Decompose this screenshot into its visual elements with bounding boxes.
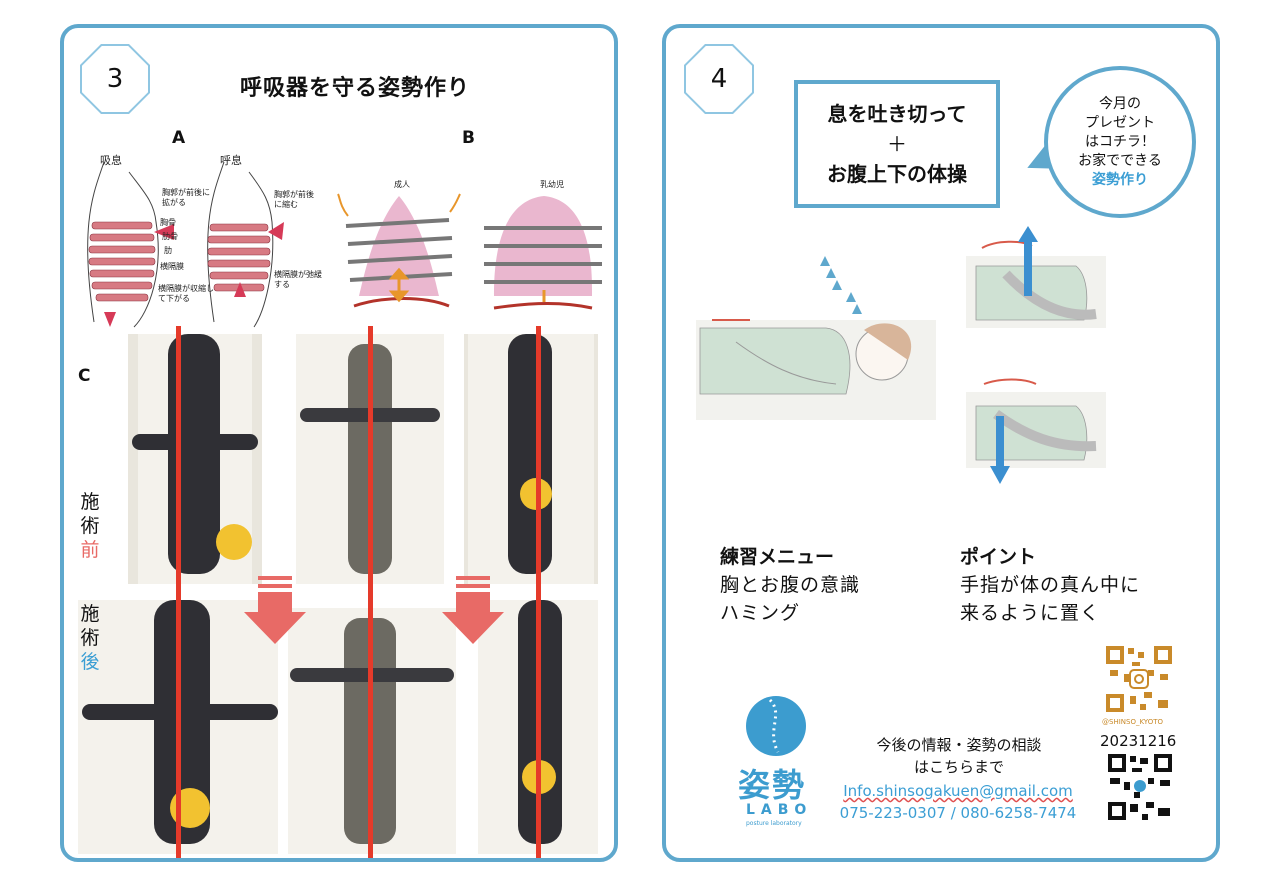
point-item: 来るように置く bbox=[960, 602, 1101, 624]
down-arrow-icon bbox=[244, 576, 306, 644]
contact-line-2: はこちらまで bbox=[913, 758, 1004, 776]
exercise-plus: ＋ bbox=[887, 132, 907, 156]
note-chest-expand: 胸郭が前後に拡がる bbox=[162, 188, 210, 207]
label-b: B bbox=[462, 128, 475, 148]
note-cartilage: 肋骨 bbox=[162, 232, 178, 241]
point-item: 手指が体の真ん中に bbox=[960, 574, 1141, 596]
down-arrow-icon bbox=[442, 576, 504, 644]
logo-tagline: posture laboratory bbox=[746, 820, 802, 827]
note-diaphragm-relax: 横隔膜が弛緩する bbox=[274, 270, 322, 289]
exercise-line-2: お腹上下の体操 bbox=[827, 162, 967, 186]
exhale-label: 呼息 bbox=[220, 154, 242, 167]
practice-menu-title: 練習メニュー bbox=[720, 546, 835, 568]
adult-label: 成人 bbox=[394, 180, 410, 189]
note-rib: 肋 bbox=[164, 246, 172, 255]
label-c: C bbox=[78, 366, 91, 386]
inhale-label: 吸息 bbox=[100, 154, 122, 167]
exercise-line-1: 息を吐き切って bbox=[827, 102, 967, 126]
after-label: 施 術 後 bbox=[80, 603, 100, 673]
note-sternum: 胸骨 bbox=[160, 218, 176, 227]
practice-menu-item: 胸とお腹の意識 bbox=[720, 574, 861, 596]
alignment-line-3 bbox=[536, 326, 541, 858]
instagram-handle: @SHINSO_KYOTO bbox=[1102, 718, 1163, 726]
shisei-labo-logo bbox=[746, 696, 806, 756]
date-code: 20231216 bbox=[1100, 732, 1177, 750]
panel-3: 3 呼吸器を守る姿勢作り A B C 吸息 呼息 bbox=[60, 24, 618, 862]
note-chest-shrink: 胸郭が前後に縮む bbox=[274, 190, 314, 209]
label-a: A bbox=[172, 128, 186, 148]
panel-number-badge: 3 bbox=[80, 44, 150, 114]
logo-sub: LABO bbox=[746, 802, 813, 818]
before-label: 施 術 前 bbox=[80, 491, 100, 561]
breathing-illustration bbox=[696, 256, 936, 420]
practice-menu-item: ハミング bbox=[720, 602, 801, 624]
present-speech-bubble: 今月の プレゼント はコチラ！ お家でできる 姿勢作り bbox=[1044, 66, 1196, 218]
phone-numbers[interactable]: 075-223-0307 / 080-6258-7474 bbox=[839, 804, 1077, 822]
instagram-qr-code[interactable] bbox=[1104, 644, 1174, 714]
ribcage-illustration bbox=[87, 162, 284, 328]
chest-comparison-diagram bbox=[337, 193, 602, 310]
abdomen-up-illustration bbox=[966, 226, 1106, 328]
infant-label: 乳幼児 bbox=[540, 180, 564, 189]
contact-line-1: 今後の情報・姿勢の相談 bbox=[876, 736, 1042, 754]
panel-4: 4 息を吐き切って ＋ お腹上下の体操 今月の プレゼント はコチラ！ お家でで… bbox=[662, 24, 1220, 862]
photo-before-1 bbox=[128, 334, 262, 584]
panel-number: 4 bbox=[686, 46, 752, 112]
photo-before-3 bbox=[464, 334, 598, 584]
email-link[interactable]: Info.shinsogakuen@gmail.com bbox=[843, 782, 1073, 800]
exercise-title-box: 息を吐き切って ＋ お腹上下の体操 bbox=[794, 80, 1000, 208]
point-title: ポイント bbox=[960, 546, 1037, 568]
panel-number: 3 bbox=[82, 46, 148, 112]
abdomen-down-illustration bbox=[966, 378, 1106, 484]
alignment-line-1 bbox=[176, 326, 181, 858]
panel-number-badge: 4 bbox=[684, 44, 754, 114]
note-diaphragm: 横隔膜 bbox=[160, 262, 184, 271]
alignment-line-2 bbox=[368, 326, 373, 858]
contact-qr-code[interactable] bbox=[1106, 752, 1174, 822]
bubble-highlight: 姿勢作り bbox=[1092, 171, 1148, 188]
panel-title: 呼吸器を守る姿勢作り bbox=[240, 76, 471, 101]
logo-kanji: 姿勢 bbox=[738, 766, 807, 804]
note-diaphragm-down: 横隔膜が収縮して下がる bbox=[158, 284, 214, 303]
